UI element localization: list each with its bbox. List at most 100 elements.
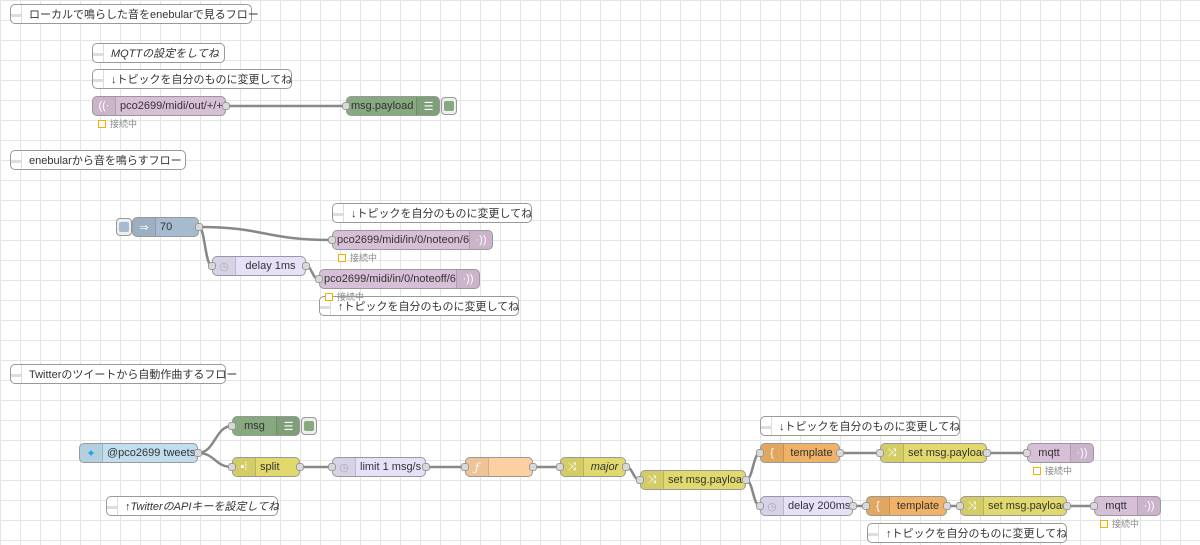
shuffle-icon: ⤨ (641, 471, 664, 489)
comment-icon: ▬ (107, 497, 118, 515)
output-port[interactable] (742, 476, 750, 484)
change-node-set-payload[interactable]: ⤨ set msg.payload (956, 496, 1071, 516)
comment-flow2-title[interactable]: ▬ enebularから音を鳴らすフロー (10, 150, 186, 170)
output-port[interactable] (194, 449, 202, 457)
twitter-in-node[interactable]: ✦ @pco2699 tweets (79, 443, 202, 463)
input-port[interactable] (328, 463, 336, 471)
output-port[interactable] (296, 463, 304, 471)
mqtt-in-node[interactable]: ((· pco2699/midi/out/+/+/+ (92, 96, 230, 116)
comment-icon: ▬ (333, 204, 344, 222)
delay-node[interactable]: ◷ delay 1ms (208, 256, 310, 276)
status-dot (325, 292, 333, 301)
brace-icon: { (867, 497, 890, 515)
input-port[interactable] (328, 236, 336, 244)
input-port[interactable] (228, 463, 236, 471)
inject-node[interactable]: ⇒ 70 (132, 217, 203, 237)
change-node-major[interactable]: ⤨ major (556, 457, 630, 477)
wifi-icon: ·)) (1070, 444, 1093, 462)
inject-button[interactable] (116, 218, 132, 236)
status-indicator: 接続中 (1033, 464, 1072, 477)
node-label: 70 (160, 221, 173, 233)
split-node[interactable]: ▪⁞ split (228, 457, 304, 477)
comment-topic-change[interactable]: ▬ ↓トピックを自分のものに変更してね (92, 69, 292, 89)
node-label: set msg.payload (908, 447, 986, 459)
status-text: 接続中 (110, 119, 138, 129)
comment-topic-change[interactable]: ▬ ↓トピックを自分のものに変更してね (760, 416, 960, 436)
input-port[interactable] (342, 102, 350, 110)
mqtt-out-node[interactable]: mqtt ·)) (1023, 443, 1094, 463)
template-node[interactable]: { template (756, 443, 844, 463)
output-port[interactable] (222, 102, 230, 110)
shuffle-icon: ⤨ (961, 497, 984, 515)
input-port[interactable] (228, 422, 236, 430)
comment-label: MQTTの設定をしてね (111, 48, 219, 60)
wire (197, 424, 233, 455)
status-dot (1100, 519, 1108, 528)
status-indicator: 接続中 (1100, 517, 1139, 530)
comment-flow3-title[interactable]: ▬ Twitterのツイートから自動作曲するフロー (10, 364, 237, 384)
debug-lines-icon: ☰ (416, 97, 439, 115)
input-port[interactable] (956, 502, 964, 510)
rate-limit-node[interactable]: ◷ limit 1 msg/s (328, 457, 430, 477)
function-node[interactable]: ƒ (461, 457, 537, 477)
comment-flow1-title[interactable]: ▬ ローカルで鳴らした音をenebularで見るフロー (10, 4, 259, 24)
comment-twitter-api[interactable]: ▬ ↑TwitterのAPIキーを設定してね (106, 496, 279, 516)
node-label: template (896, 500, 940, 512)
output-port[interactable] (836, 449, 844, 457)
status-dot (98, 119, 106, 128)
status-text: 接続中 (1112, 519, 1140, 529)
change-node-set-payload[interactable]: ⤨ set msg.payload (876, 443, 991, 463)
input-port[interactable] (756, 449, 764, 457)
output-port[interactable] (849, 502, 857, 510)
comment-topic-change[interactable]: ▬ ↓トピックを自分のものに変更してね (332, 203, 532, 223)
output-port[interactable] (195, 223, 203, 231)
output-port[interactable] (1063, 502, 1071, 510)
shuffle-icon: ⤨ (561, 458, 584, 476)
debug-toggle-button[interactable] (301, 417, 317, 435)
status-dot (1033, 466, 1041, 475)
comment-mqtt-setting[interactable]: ▬ MQTTの設定をしてね (92, 43, 225, 63)
comment-label: ↓トピックを自分のものに変更してね (779, 421, 961, 433)
input-port[interactable] (208, 262, 216, 270)
comment-icon: ▬ (320, 297, 331, 315)
output-port[interactable] (422, 463, 430, 471)
comment-label: ローカルで鳴らした音をenebularで見るフロー (29, 9, 259, 21)
comment-topic-change[interactable]: ▬ ↑トピックを自分のものに変更してね (319, 296, 519, 316)
input-port[interactable] (636, 476, 644, 484)
arrow-icon: ⇒ (133, 218, 156, 236)
debug-node[interactable]: msg ☰ (228, 416, 300, 436)
output-port[interactable] (302, 262, 310, 270)
status-indicator: 接続中 (325, 290, 364, 303)
input-port[interactable] (461, 463, 469, 471)
node-label: pco2699/midi/in/0/noteoff/60 (324, 273, 456, 285)
debug-node[interactable]: msg.payload ☰ (342, 96, 440, 116)
output-port[interactable] (943, 502, 951, 510)
wifi-icon: ·)) (456, 270, 479, 288)
status-text: 接続中 (337, 292, 365, 302)
delay-node[interactable]: ◷ delay 200ms (756, 496, 857, 516)
debug-lines-icon: ☰ (276, 417, 299, 435)
debug-toggle-button[interactable] (441, 97, 457, 115)
input-port[interactable] (1090, 502, 1098, 510)
template-node[interactable]: { template (862, 496, 951, 516)
change-node-set-payload[interactable]: ⤨ set msg.payload (636, 470, 750, 490)
input-port[interactable] (756, 502, 764, 510)
input-port[interactable] (1023, 449, 1031, 457)
node-label: mqtt (1038, 447, 1060, 459)
input-port[interactable] (862, 502, 870, 510)
mqtt-out-node[interactable]: mqtt ·)) (1090, 496, 1161, 516)
mqtt-out-noteoff-node[interactable]: pco2699/midi/in/0/noteoff/60 ·)) (315, 269, 480, 289)
comment-label: ↑トピックを自分のものに変更してね (886, 528, 1068, 540)
shuffle-icon: ⤨ (881, 444, 904, 462)
output-port[interactable] (622, 463, 630, 471)
mqtt-out-noteon-node[interactable]: pco2699/midi/in/0/noteon/60 ·)) (328, 230, 493, 250)
comment-topic-change[interactable]: ▬ ↑トピックを自分のものに変更してね (867, 523, 1067, 543)
input-port[interactable] (556, 463, 564, 471)
clock-icon: ◷ (213, 257, 236, 275)
input-port[interactable] (876, 449, 884, 457)
comment-icon: ▬ (93, 44, 104, 62)
output-port[interactable] (529, 463, 537, 471)
node-label: msg (244, 420, 265, 432)
input-port[interactable] (315, 275, 323, 283)
output-port[interactable] (983, 449, 991, 457)
